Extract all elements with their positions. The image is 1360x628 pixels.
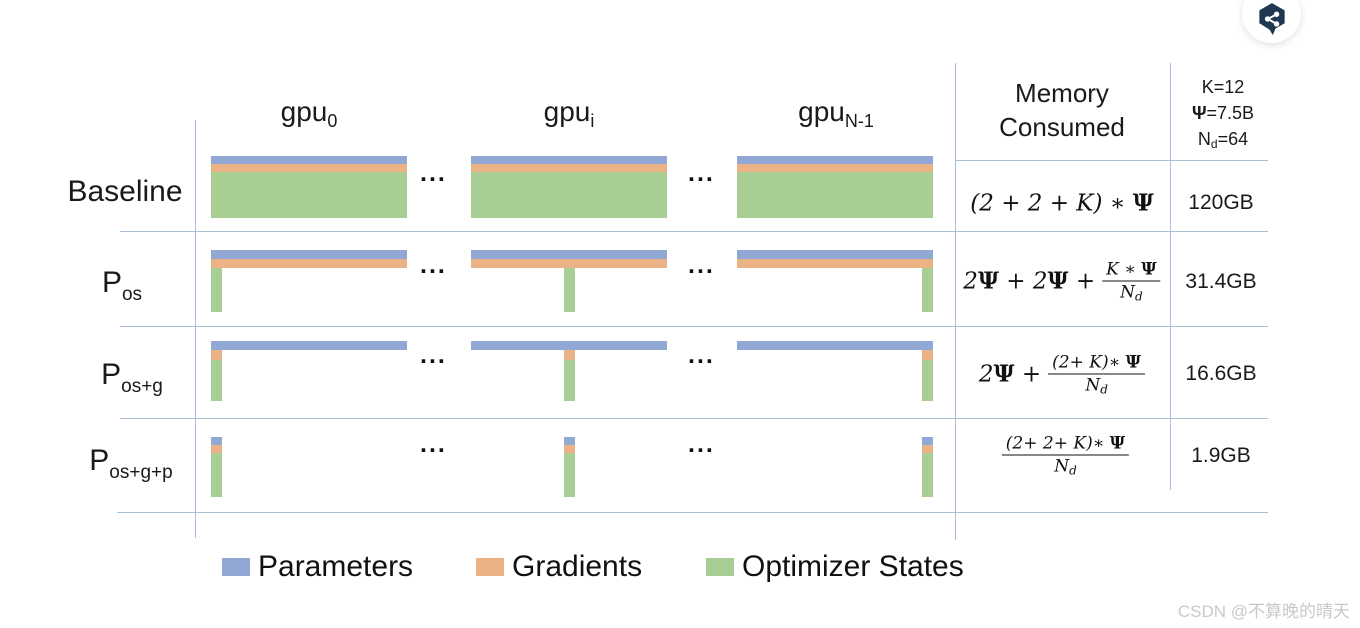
memory-value-p-os-g: 16.6GB [1185,362,1257,385]
gpu-bar-row2-col1 [471,341,667,401]
optimizer-states-swatch [706,558,734,576]
parameters-segment [471,341,667,350]
optimizer_states-partition-sliver [211,360,222,401]
memory-value-p-os-g-p: 1.9GB [1191,444,1251,467]
memory-consumed-header: Memory Consumed [999,78,1125,142]
constant-nd: Nd=64 [1197,129,1249,151]
ellipsis: ... [420,251,447,279]
parameters-segment [737,341,933,350]
optimizer_states-partition-sliver [922,453,933,497]
row-label-baseline: Baseline [67,175,183,208]
ellipsis: ... [688,159,715,187]
gpu-bar-row2-col2 [737,341,933,401]
constant-k: K=12 [1201,77,1245,97]
gradients-partition-sliver [564,445,575,453]
gradients-segment [737,164,933,172]
grid-line-row1 [120,231,1268,232]
row-label-p-os-g: Pos+g [101,358,163,397]
ellipsis: ... [420,341,447,369]
gpu-bar-row3-col2 [737,437,933,497]
grid-line-bottom [117,512,1268,513]
ellipsis: ... [688,251,715,279]
optimizer_states-segment [471,172,667,218]
gradients-segment [211,164,407,172]
optimizer_states-partition-sliver [564,268,575,312]
gpu-bar-row0-col2 [737,156,933,218]
optimizer_states-partition-sliver [564,360,575,401]
gpu-column-header-0: gpu0 [280,96,338,131]
legend-item-parameters: Parameters [222,550,413,584]
gpu-column-header-i: gpui [543,96,595,131]
grid-line-row3 [120,418,1268,419]
optimizer_states-partition-sliver [564,453,575,497]
legend-label: Parameters [258,550,414,583]
parameters-segment [211,156,407,164]
parameters-segment [211,250,407,259]
parameters-segment [211,341,407,350]
csdn-watermark: CSDN @不算晚的晴天 [1177,602,1350,621]
parameters-segment [471,156,667,164]
gradients-segment [471,164,667,172]
gpu-column-header-n-1: gpuN-1 [798,96,874,131]
parameters-partition-sliver [564,437,575,445]
gradients-swatch [476,558,504,576]
memory-value-baseline: 120GB [1188,191,1254,214]
gradients-segment [471,259,667,268]
gpu-bar-row0-col0 [211,156,407,218]
parameters-segment [737,156,933,164]
gpu-bar-row1-col0 [211,250,407,312]
parameters-segment [737,250,933,259]
grid-line-value-vertical [1170,63,1171,490]
constants-block: K=12 Ψ=7.5B Nd=64 [1192,74,1254,152]
optimizer_states-partition-sliver [211,453,222,497]
optimizer_states-segment [737,172,933,218]
grid-line-row2 [120,326,1268,327]
gpu-bar-row3-col0 [211,437,407,497]
row-label-p-os: Pos [101,266,143,305]
parameters-partition-sliver [211,437,222,445]
row-label-p-os-g-p: Pos+g+p [89,444,173,483]
optimizer_states-partition-sliver [922,360,933,401]
optimizer_states-segment [211,172,407,218]
legend-item-gradients: Gradients [476,550,642,584]
gpu-bar-row2-col0 [211,341,407,401]
memory-formula-baseline: (2 + 2 + K) ∗ Ψ [970,189,1154,217]
parameters-segment [471,250,667,259]
gpu-bar-row3-col1 [471,437,667,497]
gradients-segment [211,259,407,268]
legend-label: Gradients [512,550,643,583]
ellipsis: ... [420,430,447,458]
optimizer_states-partition-sliver [211,268,222,312]
grid-line-header [955,160,1268,161]
gpu-bar-row1-col1 [471,250,667,312]
grid-line-left-vertical [195,120,196,538]
ellipsis: ... [688,341,715,369]
gradients-partition-sliver [922,350,933,360]
gradients-partition-sliver [211,350,222,360]
gradients-segment [737,259,933,268]
memory-value-p-os: 31.4GB [1185,270,1257,293]
optimizer_states-partition-sliver [922,268,933,312]
grid-line-memory-vertical [955,63,956,540]
gradients-partition-sliver [564,350,575,360]
ellipsis: ... [688,430,715,458]
gradients-partition-sliver [922,445,933,453]
parameters-partition-sliver [922,437,933,445]
legend-label: Optimizer States [742,550,964,583]
csdn-share-logo-icon[interactable] [1255,2,1289,37]
gradients-partition-sliver [211,445,222,453]
gpu-bar-row1-col2 [737,250,933,312]
ellipsis: ... [420,159,447,187]
parameters-swatch [222,558,250,576]
constant-psi: Ψ=7.5B [1191,103,1255,123]
legend-item-optimizer-states: Optimizer States [706,550,964,584]
gpu-bar-row0-col1 [471,156,667,218]
